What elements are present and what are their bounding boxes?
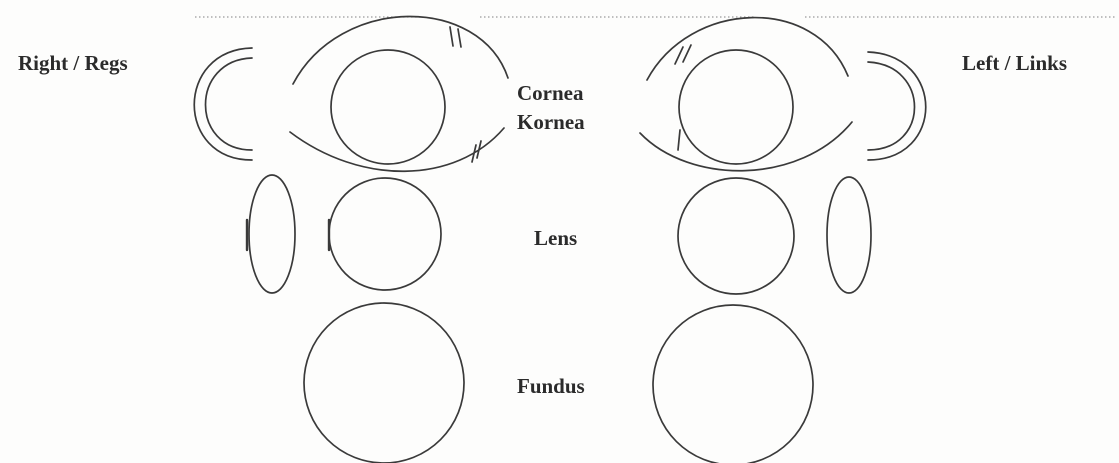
right-upper-eyelid	[292, 15, 509, 85]
right-lower-eyelid	[289, 127, 505, 173]
left-upper-lash-1	[674, 46, 684, 65]
right-lower-lash-1	[476, 140, 482, 159]
cornea-label: Cornea	[517, 81, 584, 105]
left-eye-group	[639, 16, 927, 463]
right-lens-circle	[328, 177, 442, 291]
right-side-profile-inner-arc	[204, 57, 253, 151]
left-side-profile-outer-arc	[867, 51, 927, 161]
left-eye-label: Left / Links	[962, 51, 1068, 75]
right-lens-side-ellipse	[248, 174, 296, 294]
left-lower-eyelid	[639, 121, 853, 172]
right-upper-lash-1	[449, 26, 454, 47]
right-cornea-circle	[330, 49, 446, 165]
right-side-profile-outer-arc	[193, 47, 253, 161]
left-lower-lash-1	[677, 129, 681, 151]
left-lens-circle	[677, 177, 795, 295]
right-upper-lash-2	[457, 28, 462, 48]
left-fundus-circle	[652, 304, 814, 463]
right-eye-group	[193, 15, 509, 463]
kornea-label: Kornea	[517, 110, 585, 134]
right-fundus-circle	[303, 302, 465, 463]
left-side-profile-inner-arc	[867, 61, 916, 151]
fundus-label: Fundus	[517, 374, 585, 398]
left-upper-lash-2	[682, 44, 692, 63]
left-cornea-circle	[678, 49, 794, 165]
left-upper-eyelid	[646, 16, 849, 81]
lens-label: Lens	[534, 226, 578, 250]
right-lower-lash-2	[471, 144, 477, 163]
right-eye-label: Right / Regs	[18, 51, 128, 75]
left-lens-side-ellipse	[826, 176, 872, 294]
